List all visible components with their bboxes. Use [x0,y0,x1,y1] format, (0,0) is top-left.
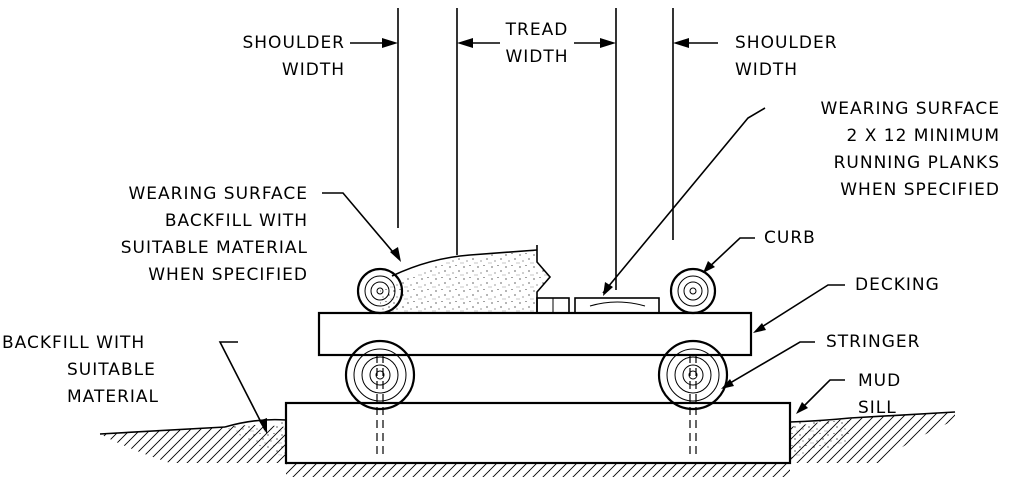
label-mud-sill: MUD SILL [858,371,901,418]
svg-text:BACKFILL WITH: BACKFILL WITH [165,211,308,231]
svg-text:TREAD: TREAD [505,20,569,40]
svg-text:WHEN SPECIFIED: WHEN SPECIFIED [148,265,308,285]
svg-text:WIDTH: WIDTH [735,60,798,80]
svg-text:SILL: SILL [858,398,897,418]
width-reference-lines [397,8,674,290]
label-shoulder-width-left: SHOULDER WIDTH [242,33,345,80]
stringer-right [657,339,729,411]
svg-text:WIDTH: WIDTH [505,47,568,67]
svg-text:STRINGER: STRINGER [826,332,920,352]
svg-text:WEARING SURFACE: WEARING SURFACE [820,99,1000,119]
svg-text:WEARING SURFACE: WEARING SURFACE [128,184,308,204]
label-tread-width: TREAD WIDTH [505,20,569,67]
label-stringer: STRINGER [826,332,920,352]
svg-text:BACKFILL WITH: BACKFILL WITH [2,333,145,353]
backfill-right [789,417,851,460]
svg-text:MATERIAL: MATERIAL [67,387,159,407]
svg-text:2 X 12 MINIMUM: 2 X 12 MINIMUM [847,126,1001,146]
svg-text:SHOULDER: SHOULDER [735,33,838,53]
drift-pins [376,355,697,455]
svg-text:DECKING: DECKING [855,275,940,295]
svg-text:RUNNING PLANKS: RUNNING PLANKS [834,153,1000,173]
svg-text:WIDTH: WIDTH [282,60,345,80]
svg-text:SHOULDER: SHOULDER [242,33,345,53]
label-wearing-surface-planks: WEARING SURFACE 2 X 12 MINIMUM RUNNING P… [820,99,1001,200]
leader-lines [218,107,845,434]
backfill-left [224,418,287,458]
curb-right [669,267,717,315]
label-backfill: BACKFILL WITH SUITABLE MATERIAL [2,333,159,407]
svg-text:CURB: CURB [764,228,816,248]
svg-text:SUITABLE: SUITABLE [67,360,156,380]
label-curb: CURB [764,228,816,248]
dimension-arrows [350,38,718,48]
stringer-left [344,339,416,411]
svg-text:MUD: MUD [858,371,901,391]
mud-sill [284,401,792,465]
label-wearing-surface-backfill: WEARING SURFACE BACKFILL WITH SUITABLE M… [121,184,308,285]
label-shoulder-width-right: SHOULDER WIDTH [735,33,838,80]
running-planks [536,297,660,314]
wearing-surface-backfill [380,245,552,313]
svg-text:WHEN SPECIFIED: WHEN SPECIFIED [840,180,1000,200]
label-decking: DECKING [855,275,940,295]
decking [317,311,753,357]
svg-text:SUITABLE MATERIAL: SUITABLE MATERIAL [121,238,308,258]
curb-left [356,267,404,315]
